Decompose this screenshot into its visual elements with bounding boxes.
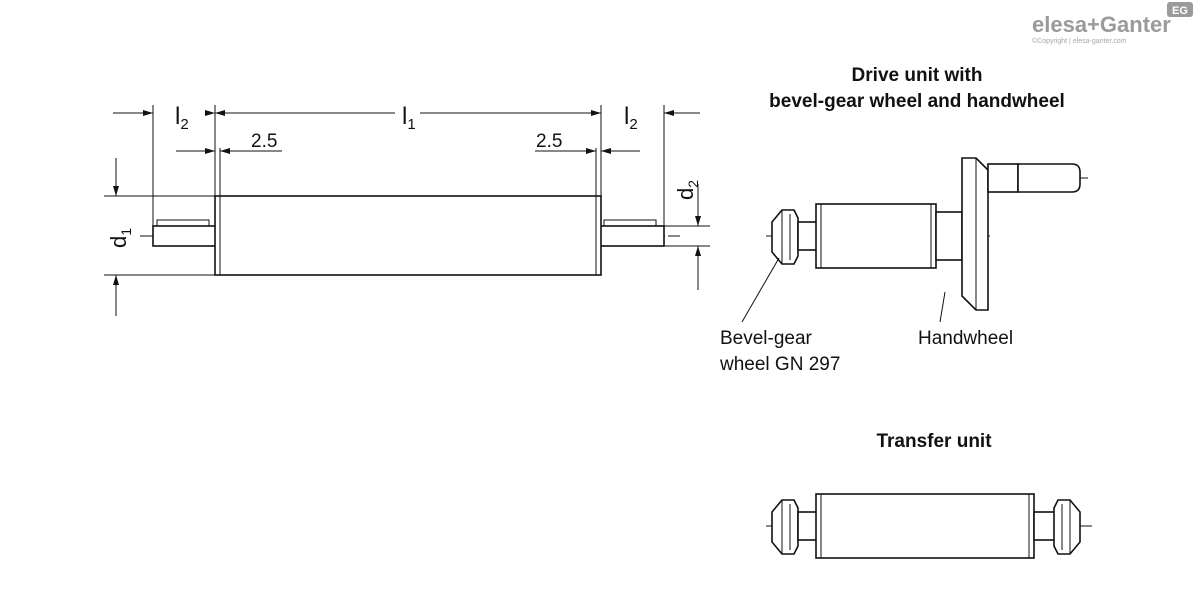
d2-label: d2: [673, 180, 701, 200]
dimension-lines: [104, 105, 710, 316]
transfer-unit-drawing: [766, 493, 1092, 559]
bevel-gear-icon: [771, 209, 799, 265]
transfer-left-neck: [797, 511, 819, 541]
logo-wordmark: elesa+Ganter: [1032, 12, 1171, 37]
bevel-gear-label-line1: Bevel-gear: [720, 328, 813, 349]
right-stub: [597, 225, 665, 247]
transfer-unit-title: Transfer unit: [876, 431, 992, 452]
l1-label: l1: [402, 103, 416, 133]
right-key: [603, 219, 657, 227]
logo-copyright: ©Copyright | elesa-ganter.com: [1032, 37, 1127, 45]
l2-right-label: l2: [624, 103, 638, 133]
l2-left-label: l2: [175, 103, 189, 133]
handle-grip: [1017, 163, 1081, 193]
shaft-tube: [214, 195, 602, 276]
transfer-left-gear-icon: [771, 499, 799, 555]
handwheel-hub: [935, 211, 963, 261]
transfer-tube: [815, 493, 1035, 559]
gear-leader-line: [741, 257, 780, 323]
left-key: [156, 219, 210, 227]
shaft-drawing: [140, 195, 680, 276]
handwheel-label: Handwheel: [918, 328, 1013, 349]
left-stub: [152, 225, 218, 247]
dimension-labels: l1 l2 l2 2.5 2.5 d1 d2: [106, 103, 701, 248]
eg-badge-icon: [1167, 2, 1193, 17]
drive-unit-title-line2: bevel-gear wheel and handwheel: [769, 91, 1065, 112]
chamfer-left-label: 2.5: [251, 131, 277, 152]
eg-badge-text: EG: [1172, 5, 1188, 17]
brand-logo: elesa+Ganter EG ©Copyright | elesa-gante…: [1032, 2, 1193, 45]
drive-neck: [797, 221, 819, 251]
drive-unit-title-line1: Drive unit with: [852, 65, 983, 86]
d1-label: d1: [106, 228, 134, 248]
handwheel-leader-line: [939, 291, 946, 323]
drive-tube: [815, 203, 937, 269]
drive-unit-drawing: [741, 157, 1088, 323]
bevel-gear-label-line2: wheel GN 297: [719, 354, 840, 375]
chamfer-right-label: 2.5: [536, 131, 562, 152]
transfer-right-gear-icon: [1053, 499, 1081, 555]
handle-base: [987, 163, 1019, 193]
handwheel-icon: [961, 157, 989, 311]
